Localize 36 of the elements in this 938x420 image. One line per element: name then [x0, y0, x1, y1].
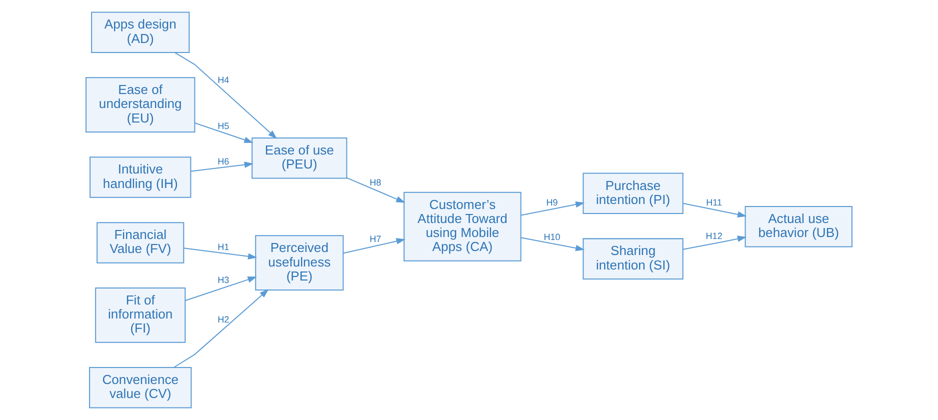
node-box: Ease of understanding (EU) — [86, 77, 196, 132]
arrow — [174, 289, 269, 368]
edge-label: H4 — [218, 74, 230, 85]
edge-label: H11 — [706, 198, 722, 208]
node-box: Actual use behavior (UB) — [744, 206, 852, 248]
arrow — [194, 122, 254, 143]
node-box: Sharing intention (SI) — [582, 238, 684, 280]
edge-label: H1 — [218, 242, 230, 252]
node-box: Customer’s Attitude Toward using Mobile Apps (CA) — [404, 192, 522, 262]
node-box: Perceived usefulness (PE) — [255, 235, 344, 291]
edge-label: H8 — [370, 178, 382, 188]
edge-label: H6 — [218, 156, 230, 166]
edge-label: H12 — [706, 230, 722, 241]
edge-label: H5 — [218, 121, 230, 132]
arrow — [682, 236, 747, 250]
arrow — [343, 238, 406, 254]
arrow — [683, 202, 747, 218]
node-box: Ease of use (PEU) — [252, 138, 348, 179]
node-box: Apps design (AD) — [91, 12, 190, 53]
node-box: Purchase intention (PI) — [582, 172, 684, 214]
edge-label: H10 — [544, 232, 560, 242]
arrow — [184, 248, 258, 260]
edge-label: H7 — [370, 234, 382, 244]
node-box: Financial Value (FV) — [96, 222, 184, 264]
edge-label: H3 — [218, 275, 230, 286]
arrow — [174, 52, 278, 139]
arrow — [185, 276, 257, 301]
edge-label: H9 — [546, 198, 558, 208]
arrow — [520, 237, 585, 252]
edge-label: H2 — [218, 314, 230, 324]
node-box: Intuitive handling (IH) — [90, 156, 192, 198]
arrow — [191, 162, 254, 172]
arrow — [346, 178, 406, 203]
node-box: Fit of information (FI) — [95, 288, 186, 343]
arrow — [520, 201, 585, 216]
node-box: Convenience value (CV) — [89, 367, 192, 408]
